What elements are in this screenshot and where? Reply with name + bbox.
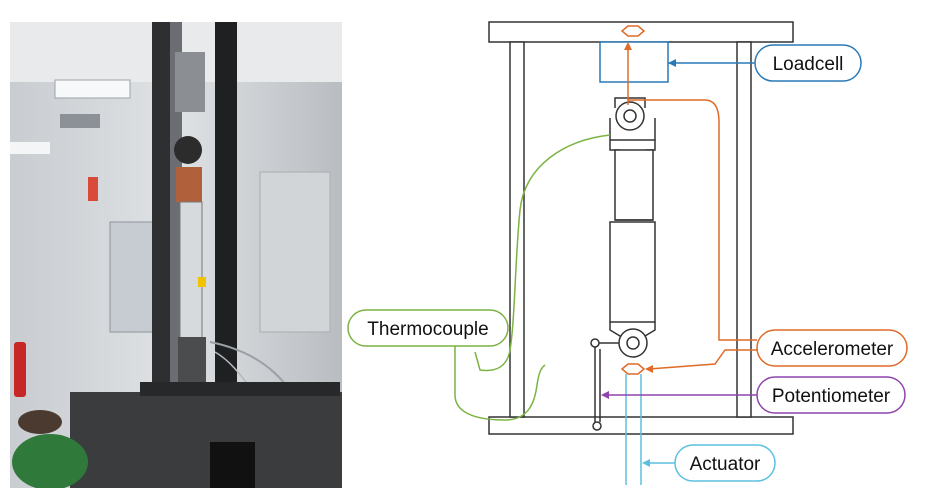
pot-base (592, 421, 602, 431)
accel-arrowhead-bottom (645, 365, 653, 373)
actuator-callout (674, 444, 776, 482)
wall-panel (259, 171, 331, 333)
pot-pivot (590, 338, 600, 348)
ceiling-light (54, 79, 131, 99)
left-column (509, 41, 525, 418)
copper-mount (176, 167, 202, 202)
top-fixture (175, 52, 205, 112)
accelerometer-callout (756, 329, 908, 367)
test-rig-photo (10, 22, 342, 488)
base-frame (140, 382, 340, 396)
accel-wire-top (627, 99, 757, 341)
schematic-diagram: Loadcell Accelerometer Potentiometer Act… (347, 21, 908, 485)
thermocouple-label: Thermocouple (367, 319, 488, 340)
actuator-arrowhead (642, 459, 650, 467)
upper-eye (614, 97, 646, 108)
accelerometer-bottom (620, 363, 646, 375)
actuator-box (210, 442, 255, 488)
thermo-wire-bottom (454, 345, 546, 421)
loadcell-arrowhead (668, 59, 676, 67)
thermocouple-callout (347, 309, 509, 347)
frame-column-left (152, 22, 170, 452)
damper-body (179, 201, 203, 343)
pot-arrowhead (601, 391, 609, 399)
warning-sign (88, 177, 98, 201)
motor-top (18, 410, 62, 434)
accelerometer-label: Accelerometer (771, 339, 894, 360)
lower-joint-inner (626, 336, 640, 350)
right-column (736, 41, 752, 418)
upper-taper (609, 140, 656, 151)
loadcell-box (599, 41, 669, 83)
loadcell-label: Loadcell (773, 54, 844, 75)
base-table (70, 392, 342, 488)
fire-extinguisher (14, 342, 26, 397)
potentiometer-callout (756, 376, 906, 414)
green-motor (12, 434, 88, 488)
lower-joint (618, 328, 648, 358)
thermo-wire-top (474, 134, 611, 372)
upper-cylinder (614, 149, 654, 221)
accelerometer-top (620, 25, 646, 37)
potentiometer-label: Potentiometer (772, 386, 891, 407)
upper-cap (609, 118, 656, 141)
loadcell-callout (754, 44, 862, 82)
accel-arrowhead-top (624, 42, 632, 50)
upper-joint (615, 101, 645, 131)
lower-cylinder (609, 221, 656, 323)
yellow-tag (198, 277, 206, 287)
vent (60, 114, 100, 128)
clevis (174, 136, 202, 164)
upper-joint-inner (623, 109, 637, 123)
actuator-label: Actuator (690, 454, 761, 475)
accel-wire-bottom (648, 349, 757, 370)
ceiling-light-2 (10, 142, 50, 154)
